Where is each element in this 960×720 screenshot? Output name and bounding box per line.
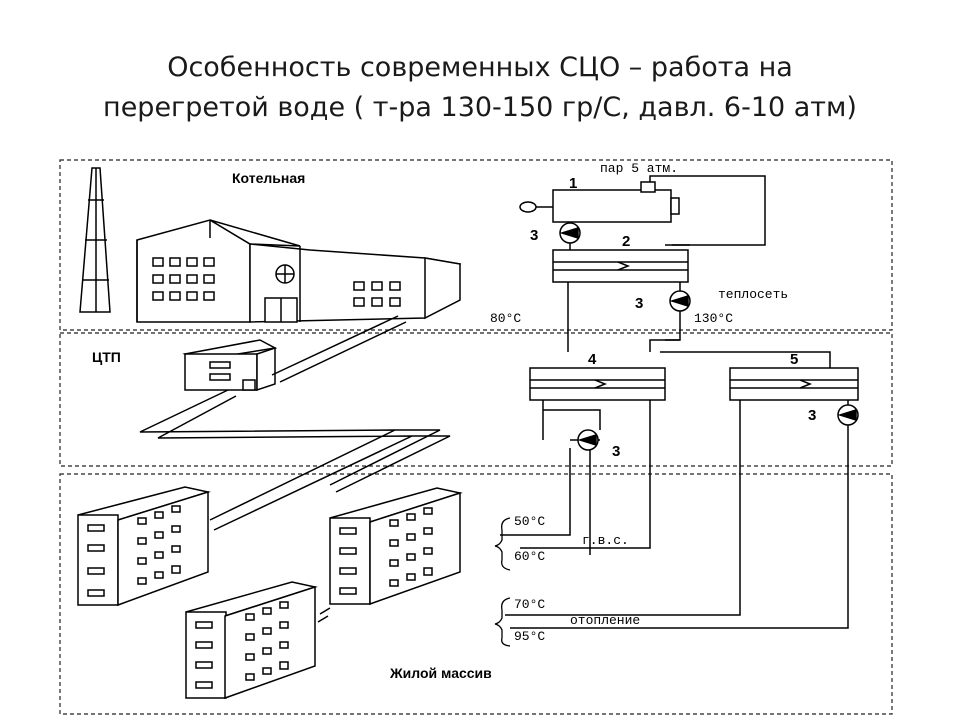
residential-building-3-icon bbox=[185, 581, 318, 700]
residential-building-2-icon bbox=[329, 487, 463, 606]
title-line-2: перегретой воде ( т-ра 130-150 гр/С, дав… bbox=[103, 92, 857, 123]
pump-heating-icon bbox=[837, 404, 859, 426]
bracket-heating-icon bbox=[494, 597, 511, 647]
heat-exchanger-5-icon bbox=[729, 367, 859, 401]
zone-label-residential: Жилой массив bbox=[389, 665, 492, 681]
pump-boiler-icon bbox=[559, 222, 581, 244]
chimney-icon bbox=[79, 167, 111, 313]
label-temp-70: 70°С bbox=[514, 597, 545, 612]
label-temp-95: 95°С bbox=[514, 629, 545, 644]
label-pump-boiler-number: 3 bbox=[530, 227, 538, 244]
label-steam: пар 5 атм. bbox=[600, 161, 678, 176]
pump-gvs-icon bbox=[577, 429, 599, 451]
zone-boiler-frame bbox=[59, 159, 893, 331]
label-temp-50: 50°С bbox=[514, 514, 545, 529]
label-exchanger-2-number: 2 bbox=[622, 233, 630, 250]
bracket-gvs-icon bbox=[494, 517, 511, 571]
label-pump-heating-number: 3 bbox=[808, 407, 816, 424]
label-temp-80: 80°С bbox=[490, 311, 521, 326]
label-temp-130: 130°С bbox=[694, 311, 733, 326]
label-boiler-number: 1 bbox=[569, 175, 577, 192]
zone-frames bbox=[59, 159, 893, 715]
heat-exchanger-4-icon bbox=[529, 367, 666, 401]
label-gvs: г.в.с. bbox=[582, 533, 629, 548]
zone-residential-frame bbox=[59, 473, 893, 715]
slide-title: Особенность современных СЦО – работа на … bbox=[0, 48, 960, 128]
zone-ctp-frame bbox=[59, 332, 893, 467]
label-pump-network-number: 3 bbox=[635, 295, 643, 312]
boiler-house-building-icon bbox=[136, 219, 462, 323]
pump-network-icon bbox=[669, 290, 691, 312]
ctp-building-icon bbox=[182, 339, 278, 392]
boiler-1-icon bbox=[519, 181, 680, 223]
title-line-1: Особенность современных СЦО – работа на bbox=[167, 52, 793, 83]
zone-label-boiler: Котельная bbox=[232, 170, 305, 186]
label-exchanger-5-number: 5 bbox=[790, 351, 798, 368]
label-temp-60: 60°С bbox=[514, 549, 545, 564]
pipe-boiler-to-ctp bbox=[271, 315, 407, 383]
zone-label-ctp: ЦТП bbox=[92, 349, 121, 365]
heat-exchanger-2-icon bbox=[552, 249, 689, 283]
residential-building-1-icon bbox=[77, 486, 211, 607]
label-heating: отопление bbox=[570, 613, 640, 628]
label-pump-gvs-number: 3 bbox=[612, 443, 620, 460]
label-exchanger-4-number: 4 bbox=[588, 351, 597, 368]
label-heat-network: теплосеть bbox=[718, 287, 788, 302]
schematic-piping bbox=[500, 175, 849, 629]
pipe-ctp-to-residential bbox=[139, 389, 451, 623]
